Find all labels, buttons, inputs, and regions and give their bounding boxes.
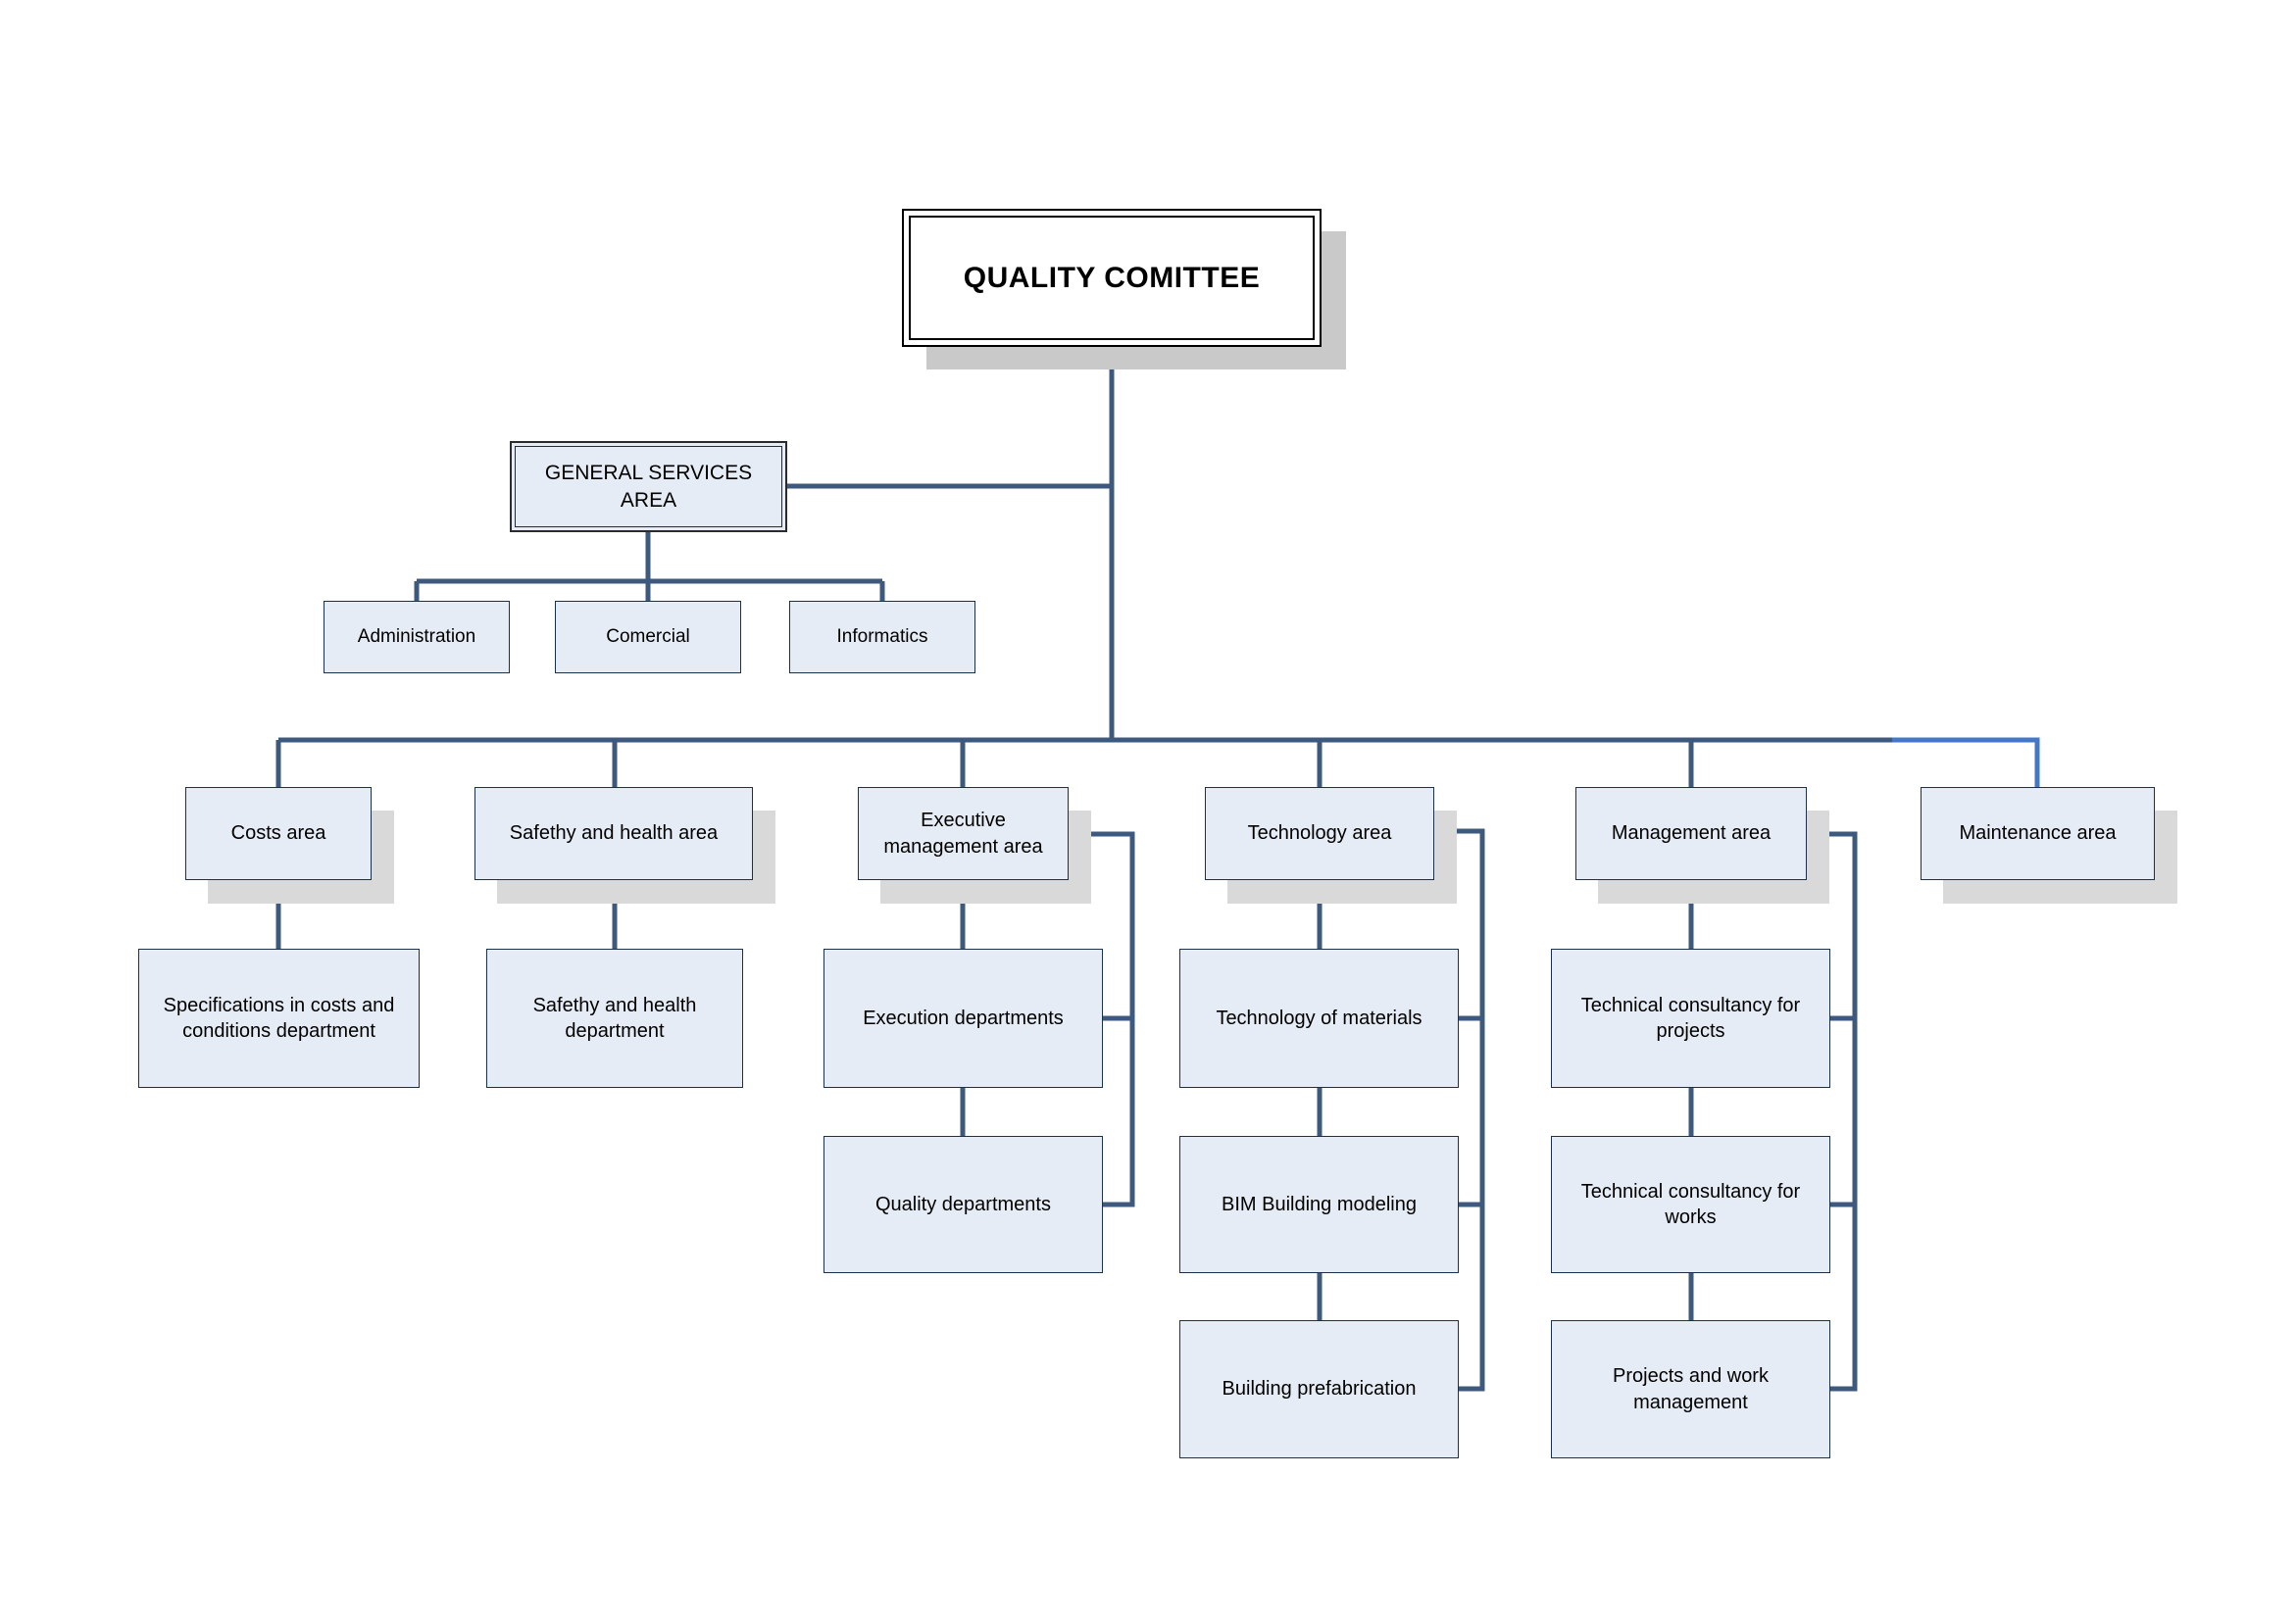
node-label-quality-departments: Quality departments (875, 1193, 1051, 1215)
node-quality-departments: Quality departments (824, 1136, 1103, 1273)
node-label-administration: Administration (357, 626, 476, 648)
node-execution-departments: Execution departments (824, 949, 1103, 1088)
node-label-specifications-in-costs-and-conditions-department: Specifications in costs and conditions d… (163, 994, 395, 1042)
node-technical-consultancy-for-works: Technical consultancy for works (1551, 1136, 1830, 1273)
node-safethy-and-health-department: Safethy and health department (486, 949, 743, 1088)
connector-technology-bus (1434, 828, 1485, 1392)
node-specifications-in-costs-and-conditions-department: Specifications in costs and conditions d… (138, 949, 420, 1088)
node-label-technology-area: Technology area (1247, 822, 1392, 845)
node-management-area: Management area (1575, 787, 1807, 880)
connector-management-bus (1807, 831, 1858, 1392)
node-label-execution-departments: Execution departments (863, 1007, 1064, 1029)
node-label-informatics: Informatics (836, 626, 928, 648)
node-label-building-prefabrication: Building prefabrication (1222, 1378, 1417, 1401)
connector-main-bus-maintenance (1892, 737, 2040, 787)
node-general-services-area: GENERAL SERVICES AREA (510, 441, 787, 532)
node-label-projects-and-work-management: Projects and work management (1613, 1365, 1769, 1413)
node-comercial: Comercial (555, 601, 741, 673)
node-label-maintenance-area: Maintenance area (1959, 822, 2117, 845)
node-projects-and-work-management: Projects and work management (1551, 1320, 1830, 1458)
node-label-safethy-and-health-department: Safethy and health department (532, 994, 697, 1042)
node-label-technical-consultancy-for-works: Technical consultancy for works (1580, 1180, 1801, 1228)
node-costs-area: Costs area (185, 787, 372, 880)
node-administration: Administration (324, 601, 510, 673)
node-technology-area: Technology area (1205, 787, 1434, 880)
node-label-management-area: Management area (1611, 822, 1772, 845)
node-technology-of-materials: Technology of materials (1179, 949, 1459, 1088)
node-label-safethy-and-health-area: Safethy and health area (509, 822, 719, 845)
node-label-comercial: Comercial (606, 626, 690, 648)
node-label-bim-building-modeling: BIM Building modeling (1222, 1193, 1417, 1215)
node-label-costs-area: Costs area (230, 822, 326, 845)
node-label-technical-consultancy-for-projects: Technical consultancy for projects (1580, 994, 1801, 1042)
node-label-executive-management-area: Executive management area (883, 810, 1043, 858)
node-quality-comittee: QUALITY COMITTEE (902, 209, 1322, 347)
node-label-technology-of-materials: Technology of materials (1216, 1007, 1423, 1029)
node-executive-management-area: Executive management area (858, 787, 1069, 880)
node-label-quality-comittee: QUALITY COMITTEE (963, 261, 1261, 294)
node-bim-building-modeling: BIM Building modeling (1179, 1136, 1459, 1273)
node-label-general-services-area: GENERAL SERVICES AREA (544, 461, 753, 512)
node-maintenance-area: Maintenance area (1921, 787, 2155, 880)
node-technical-consultancy-for-projects: Technical consultancy for projects (1551, 949, 1830, 1088)
node-building-prefabrication: Building prefabrication (1179, 1320, 1459, 1458)
node-informatics: Informatics (789, 601, 975, 673)
node-safethy-and-health-area: Safethy and health area (474, 787, 753, 880)
